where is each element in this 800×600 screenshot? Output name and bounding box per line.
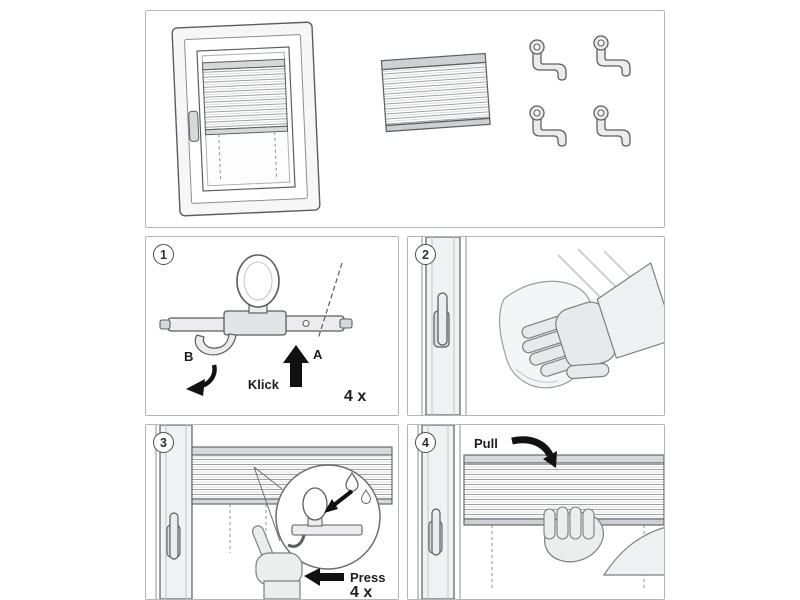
detail-zoom-illustration (253, 464, 381, 570)
press-left-arrow (304, 568, 344, 586)
bracket-icon (529, 105, 567, 147)
step-2-illustration (421, 237, 664, 415)
parts-overview-illustration (171, 21, 631, 217)
step-4-number: 4 (422, 435, 429, 450)
clamp-mechanism-illustration (159, 254, 353, 356)
pressing-hand-illustration (251, 525, 303, 599)
water-drop-icon (361, 489, 371, 504)
quantity-label: 4 x (350, 584, 372, 599)
rotate-arrow-b (186, 364, 217, 396)
window-with-blind-illustration (171, 21, 321, 217)
label-a: A (313, 347, 323, 362)
window-handle-illustration (428, 508, 443, 556)
klick-label: Klick (248, 377, 280, 392)
step-3-number: 3 (160, 435, 167, 450)
bracket-icon (593, 35, 631, 77)
step-4-panel: 4 (407, 424, 665, 600)
step-1-illustration: B Klick A 4 x (159, 254, 366, 405)
window-handle-illustration (166, 512, 181, 560)
step-1-number: 1 (160, 247, 167, 262)
step-2-number-badge: 2 (415, 244, 436, 265)
step-1-number-badge: 1 (153, 244, 174, 265)
pleated-blind-unit-illustration (380, 52, 491, 133)
step-1-panel: 1 B Klick A 4 (145, 236, 399, 416)
step-4-number-badge: 4 (415, 432, 436, 453)
step-3-number-badge: 3 (153, 432, 174, 453)
cleaning-hand-illustration (521, 261, 664, 380)
window-frame-illustration (155, 425, 193, 599)
step-2-number: 2 (422, 247, 429, 262)
label-b: B (184, 349, 193, 364)
bracket-icon (529, 39, 567, 81)
step-4-illustration: Pull (417, 425, 664, 599)
step-3-illustration: Press 4 x (155, 425, 393, 599)
pulling-hand-illustration (543, 506, 664, 576)
parts-overview-panel (145, 10, 665, 228)
window-handle-illustration (433, 292, 450, 348)
klick-up-arrow (283, 345, 309, 387)
step-3-panel: 3 (145, 424, 399, 600)
pull-label: Pull (474, 436, 498, 451)
pull-arrow (511, 436, 557, 468)
window-frame-illustration (417, 425, 461, 599)
bracket-set-illustration (529, 35, 631, 147)
press-label: Press (350, 570, 385, 585)
quantity-label: 4 x (344, 388, 366, 405)
bracket-icon (593, 105, 631, 147)
step-2-panel: 2 (407, 236, 665, 416)
